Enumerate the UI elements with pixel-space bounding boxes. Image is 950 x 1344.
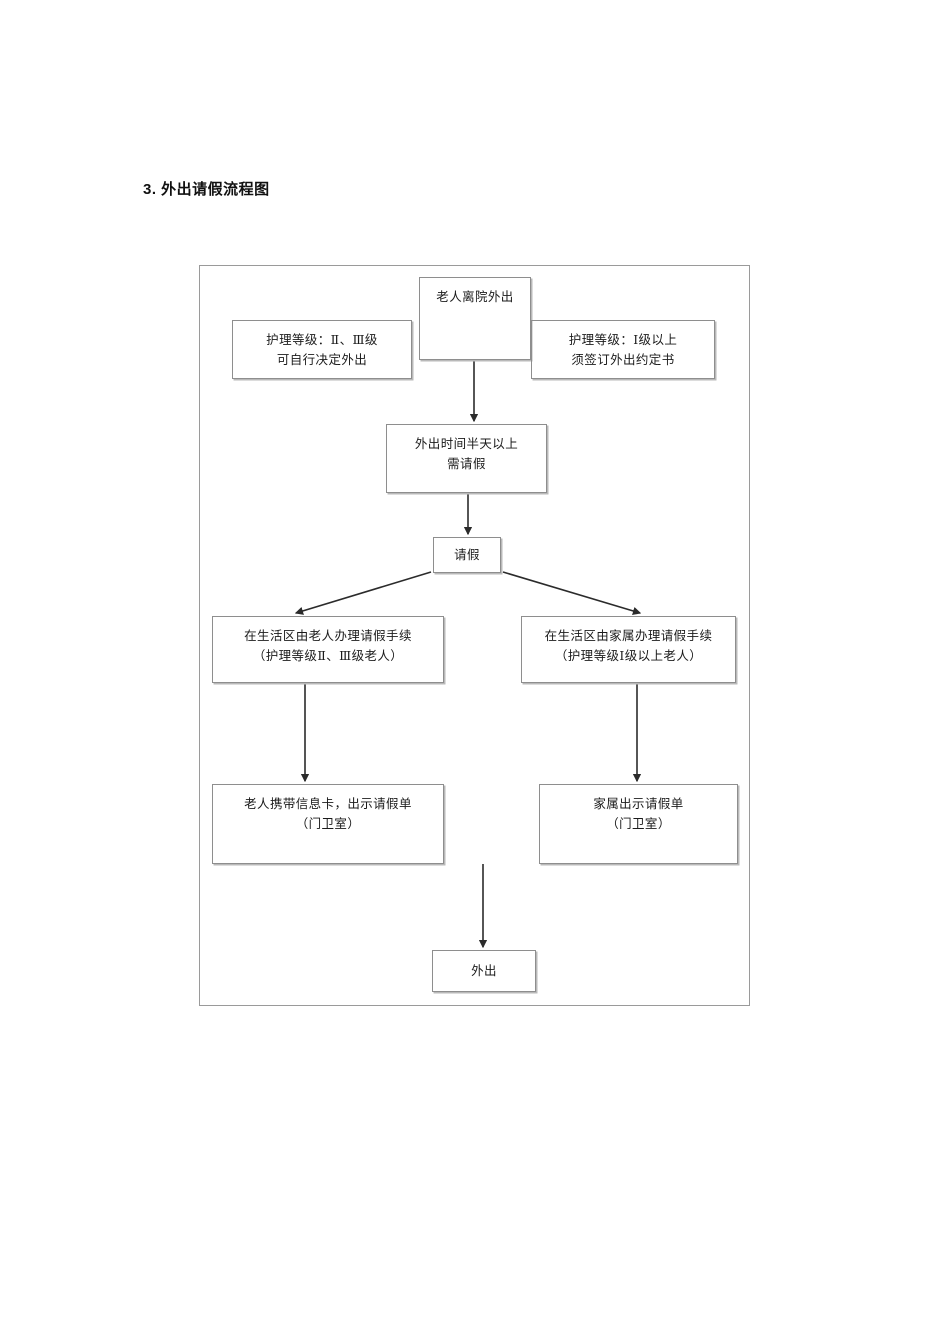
edge-leave-to-staff-right (502, 571, 642, 615)
node-elderly-shows-pass[interactable]: 老人携带信息卡，出示请假单 （门卫室） (212, 784, 444, 864)
node-elderly-handles-leave-line-1: 在生活区由老人办理请假手续 (244, 629, 412, 643)
node-go-out-line-1: 外出 (471, 964, 497, 978)
node-go-out[interactable]: 外出 (432, 950, 536, 992)
node-request-leave[interactable]: 请假 (433, 537, 501, 573)
node-care-level-1-above[interactable]: 护理等级：Ⅰ级以上 须签订外出约定书 (531, 320, 715, 379)
node-family-shows-pass[interactable]: 家属出示请假单 （门卫室） (539, 784, 738, 864)
node-family-handles-leave-line-2: （护理等级Ⅰ级以上老人） (554, 649, 703, 663)
node-outing-duration-line-1: 外出时间半天以上 (414, 437, 519, 451)
node-request-leave-line-1: 请假 (454, 548, 480, 562)
node-family-shows-pass-line-1: 家属出示请假单 (593, 797, 684, 811)
node-outing-duration[interactable]: 外出时间半天以上 需请假 (386, 424, 547, 493)
node-family-handles-leave-line-1: 在生活区由家属办理请假手续 (544, 629, 713, 643)
node-care-level-2-3-line-2: 可自行决定外出 (276, 353, 368, 367)
node-elderly-handles-leave[interactable]: 在生活区由老人办理请假手续 （护理等级Ⅱ、Ⅲ级老人） (212, 616, 444, 683)
node-elderly-shows-pass-line-2: （门卫室） (295, 817, 361, 831)
node-elderly-shows-pass-line-1: 老人携带信息卡，出示请假单 (244, 797, 412, 811)
node-care-level-1-above-line-1: 护理等级：Ⅰ级以上 (568, 333, 678, 347)
page-title: 3. 外出请假流程图 (143, 181, 270, 198)
flowchart-container: 老人离院外出 护理等级：Ⅱ、Ⅲ级 可自行决定外出 护理等级：Ⅰ级以上 须签订外出… (199, 265, 750, 1006)
node-outing-duration-line-2: 需请假 (447, 457, 486, 471)
node-start-line-1: 老人离院外出 (436, 290, 514, 304)
node-family-handles-leave[interactable]: 在生活区由家属办理请假手续 （护理等级Ⅰ级以上老人） (521, 616, 736, 683)
node-start-elderly-leaving[interactable]: 老人离院外出 (419, 277, 531, 360)
node-care-level-1-above-line-2: 须签订外出约定书 (571, 353, 675, 367)
node-family-shows-pass-line-2: （门卫室） (606, 817, 671, 831)
node-care-level-2-3[interactable]: 护理等级：Ⅱ、Ⅲ级 可自行决定外出 (232, 320, 412, 379)
node-elderly-handles-leave-line-2: （护理等级Ⅱ、Ⅲ级老人） (252, 649, 404, 663)
edge-leave-to-staff-left (294, 571, 432, 615)
node-care-level-2-3-line-1: 护理等级：Ⅱ、Ⅲ级 (266, 333, 378, 347)
